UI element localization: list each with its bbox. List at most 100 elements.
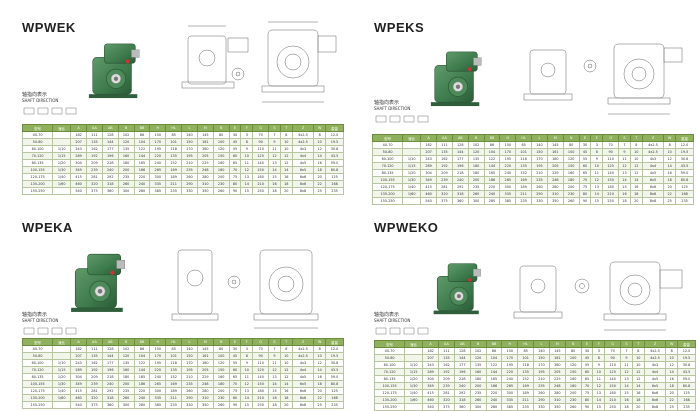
spec-cell: 260 bbox=[117, 394, 135, 402]
spec-cell: 182 bbox=[70, 345, 87, 353]
spec-cell: 220 bbox=[483, 183, 501, 191]
spec-cell: 16 bbox=[629, 183, 643, 191]
spec-cell: 15 bbox=[592, 403, 606, 411]
spec-cell: 360 bbox=[453, 403, 471, 411]
spec-cell: 7 bbox=[620, 347, 633, 355]
spec-cell: 120 bbox=[467, 148, 485, 156]
spec-cell: 210 bbox=[252, 180, 270, 188]
spec-cell: 220 bbox=[149, 366, 167, 374]
spec-cell: 289 bbox=[420, 162, 437, 170]
spec-cell: 25 bbox=[663, 197, 677, 205]
spec-cell: 45 bbox=[228, 352, 242, 360]
spec-cell: 304 bbox=[420, 169, 437, 177]
spec-cell: 6x5 bbox=[643, 382, 667, 390]
spec-cell: 16 bbox=[313, 159, 327, 167]
spec-cell: 7 bbox=[618, 141, 631, 149]
spec-cell: 281 bbox=[86, 173, 103, 181]
spec-cell: 210 bbox=[181, 159, 198, 167]
spec-cell: 10 bbox=[629, 155, 643, 163]
spec-cell: 260 bbox=[564, 403, 582, 411]
spec-cell: 290 bbox=[531, 190, 548, 198]
spec-cell: 144 bbox=[453, 354, 471, 362]
spec-cell: 210 bbox=[181, 373, 198, 381]
spec-cell: 135 bbox=[165, 152, 183, 160]
spec-cell: 150 bbox=[252, 166, 270, 174]
spec-cell: 9 bbox=[240, 359, 254, 367]
spec-cell: 415 bbox=[422, 389, 439, 397]
spec-cell: 122 bbox=[483, 155, 501, 163]
spec-cell: 205 bbox=[548, 368, 566, 376]
spec-cell: 102 bbox=[117, 131, 135, 139]
spec-cell: 180 bbox=[196, 145, 214, 153]
spec-cell: 140 bbox=[533, 347, 550, 355]
shaft-direction-label-en: SHAFT DIRECTION bbox=[374, 106, 411, 111]
spec-cell: 150 bbox=[531, 148, 548, 156]
spec-cell: 14 bbox=[279, 166, 293, 174]
spec-cell: 6x6 bbox=[641, 183, 665, 191]
spec-cell: 196 bbox=[101, 366, 119, 374]
spec-cell: 1/30 bbox=[404, 382, 424, 390]
shaft-direction-label: 轴指向表示 bbox=[374, 100, 400, 106]
spec-header-cell: 型号 bbox=[373, 340, 406, 348]
spec-cell: 22 bbox=[313, 180, 327, 188]
spec-cell: 11 bbox=[240, 373, 254, 381]
spec-header-cell: 重量 bbox=[677, 340, 696, 348]
spec-cell: 220 bbox=[149, 152, 167, 160]
spec-cell: 12 bbox=[279, 373, 293, 381]
spec-cell: 385 bbox=[499, 197, 517, 205]
spec-cell: 220 bbox=[499, 162, 517, 170]
spec-cell: 349 bbox=[70, 166, 87, 174]
spec-cell: 220 bbox=[485, 389, 503, 397]
spec-cell: 150 bbox=[602, 176, 620, 184]
spec-cell: 205 bbox=[546, 162, 564, 170]
spec-cell: 60-100 bbox=[373, 361, 406, 369]
spec-cell: 30.8 bbox=[325, 359, 344, 367]
spec-cell: 170 bbox=[181, 145, 198, 153]
spec-cell: 240 bbox=[101, 166, 119, 174]
spec-header-cell: AB bbox=[101, 124, 119, 132]
spec-cell: 195 bbox=[149, 359, 167, 367]
spec-cell: 100 bbox=[212, 352, 230, 360]
spec-cell: 540 bbox=[420, 197, 437, 205]
spec-cell: 177 bbox=[101, 359, 119, 367]
spec-cell: 45 bbox=[578, 148, 592, 156]
spec-cell: 9 bbox=[618, 148, 631, 156]
spec-cell: 10 bbox=[592, 368, 606, 376]
spec-cell: 235 bbox=[325, 401, 344, 409]
spec-cell: 189 bbox=[515, 183, 533, 191]
spec-cell: 220 bbox=[501, 368, 519, 376]
spec-cell: 128 bbox=[101, 345, 119, 353]
spec-cell: 18 bbox=[618, 197, 631, 205]
spec-header-cell: S bbox=[620, 340, 633, 348]
spec-cell: 4x2.5 bbox=[641, 148, 665, 156]
spec-cell: 14 bbox=[620, 382, 633, 390]
spec-cell: 540 bbox=[422, 403, 439, 411]
spec-header-cell: BB bbox=[133, 338, 151, 346]
spec-header-cell: T bbox=[631, 340, 645, 348]
spec-cell: 135-200 bbox=[373, 396, 406, 404]
spec-cell bbox=[52, 131, 72, 139]
spec-header-cell: AB bbox=[101, 338, 119, 346]
spec-header-cell: 型号 bbox=[21, 124, 54, 132]
spec-cell: 218 bbox=[101, 373, 119, 381]
spec-cell: 90 bbox=[580, 403, 594, 411]
spec-cell: 207 bbox=[70, 138, 87, 146]
spec-cell: 349 bbox=[422, 382, 439, 390]
spec-cell: 18 bbox=[663, 176, 677, 184]
spec-cell: 90 bbox=[252, 352, 270, 360]
shaft-direction-label-en: SHAFT DIRECTION bbox=[22, 318, 59, 323]
spec-cell: 292 bbox=[101, 387, 119, 395]
spec-cell: 4x5 bbox=[643, 375, 667, 383]
spec-cell: 180 bbox=[546, 155, 564, 163]
spec-cell: 10 bbox=[279, 145, 293, 153]
spec-cell: 165 bbox=[133, 373, 151, 381]
spec-cell: 250 bbox=[252, 401, 270, 409]
spec-cell bbox=[52, 138, 72, 146]
spec-cell: 60-100 bbox=[21, 359, 54, 367]
